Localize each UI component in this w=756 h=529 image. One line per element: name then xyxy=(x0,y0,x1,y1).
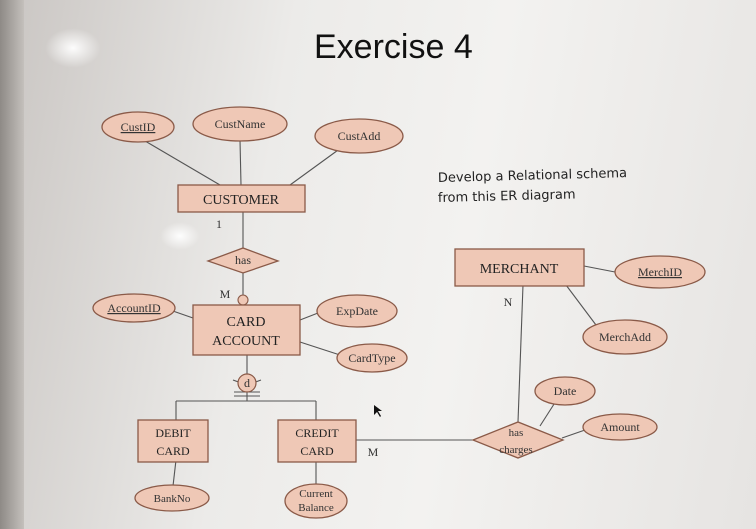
attr-cardtype-label: CardType xyxy=(348,351,395,365)
attr-expdate-label: ExpDate xyxy=(336,304,378,318)
glare-top-left xyxy=(45,28,101,68)
connector-lines xyxy=(139,137,616,487)
line-cardtype-cardaccount xyxy=(299,341,341,356)
relationship-has-charges-label-1: has xyxy=(509,427,524,439)
attr-merchadd-label: MerchAdd xyxy=(599,330,651,344)
relationship-has-charges-label-2: charges xyxy=(499,444,532,456)
specialization-label: d xyxy=(244,376,250,390)
attr-merchadd xyxy=(582,319,668,355)
line-merchant-merchid xyxy=(583,265,616,273)
line-charges-date xyxy=(539,400,557,427)
entity-debit-card-label-1: DEBIT xyxy=(155,426,191,440)
monitor-edge xyxy=(0,0,24,529)
entity-credit-card xyxy=(277,419,357,463)
line-merchant-merchadd xyxy=(565,284,597,326)
attr-custid-label: CustID xyxy=(121,120,156,134)
attr-amount xyxy=(582,413,658,441)
attr-accountid-label: AccountID xyxy=(107,301,161,315)
attr-custadd xyxy=(314,118,404,154)
entity-merchant-label: MERCHANT xyxy=(480,262,559,277)
line-custname-customer xyxy=(239,139,242,186)
cardinality-credit-charges: M xyxy=(368,445,379,459)
attr-merchid xyxy=(614,255,706,289)
entity-debit-card-label-2: CARD xyxy=(156,444,190,458)
attr-current-balance-label-2: Balance xyxy=(298,502,334,514)
attr-custname-label: CustName xyxy=(215,117,266,131)
entity-merchant xyxy=(454,248,585,287)
attr-custid xyxy=(101,111,175,143)
entity-credit-card-label-1: CREDIT xyxy=(295,426,339,440)
attr-current-balance xyxy=(284,483,348,519)
entity-debit-card xyxy=(137,419,209,463)
cardinality-has-cardaccount: M xyxy=(220,287,231,301)
cardinality-customer-has: 1 xyxy=(216,217,222,231)
attr-accountid xyxy=(92,293,176,323)
attr-date-label: Date xyxy=(554,384,577,398)
instruction-line-2: from this ER diagram xyxy=(438,187,576,206)
attr-custadd-label: CustAdd xyxy=(338,129,381,143)
entity-card-account xyxy=(192,304,301,356)
page-title: Exercise 4 xyxy=(314,28,473,66)
relationship-has xyxy=(206,247,280,274)
mouse-cursor-icon xyxy=(374,405,382,417)
entity-customer xyxy=(177,184,306,213)
attr-date xyxy=(534,376,596,406)
specialization-circle xyxy=(237,373,257,393)
attr-custname xyxy=(192,106,288,142)
attr-expdate xyxy=(316,294,398,328)
attr-amount-label: Amount xyxy=(600,420,640,434)
attr-cardtype xyxy=(336,343,408,373)
entity-credit-card-label-2: CARD xyxy=(300,444,334,458)
instruction-line-1: Develop a Relational schema xyxy=(438,166,628,186)
line-expdate-cardaccount xyxy=(299,312,319,321)
attr-merchid-label: MerchID xyxy=(638,265,682,279)
cardinality-merchant-charges: N xyxy=(504,295,513,309)
attr-current-balance-label-1: Current xyxy=(299,488,333,500)
line-custadd-customer xyxy=(289,144,346,186)
line-charges-amount xyxy=(561,429,586,439)
glare-left xyxy=(160,222,200,250)
entity-card-account-label-1: CARD xyxy=(227,315,266,330)
entity-customer-label: CUSTOMER xyxy=(203,193,280,208)
line-merchant-charges xyxy=(517,284,524,423)
line-custid-customer xyxy=(139,137,221,186)
line-debit-bankno xyxy=(172,459,177,487)
relationship-has-label: has xyxy=(235,253,251,267)
entity-card-account-label-2: ACCOUNT xyxy=(212,334,280,349)
participation-marker xyxy=(237,294,249,306)
attr-bankno-label: BankNo xyxy=(154,493,191,505)
relationship-has-charges xyxy=(471,421,565,459)
attr-bankno xyxy=(134,484,210,512)
